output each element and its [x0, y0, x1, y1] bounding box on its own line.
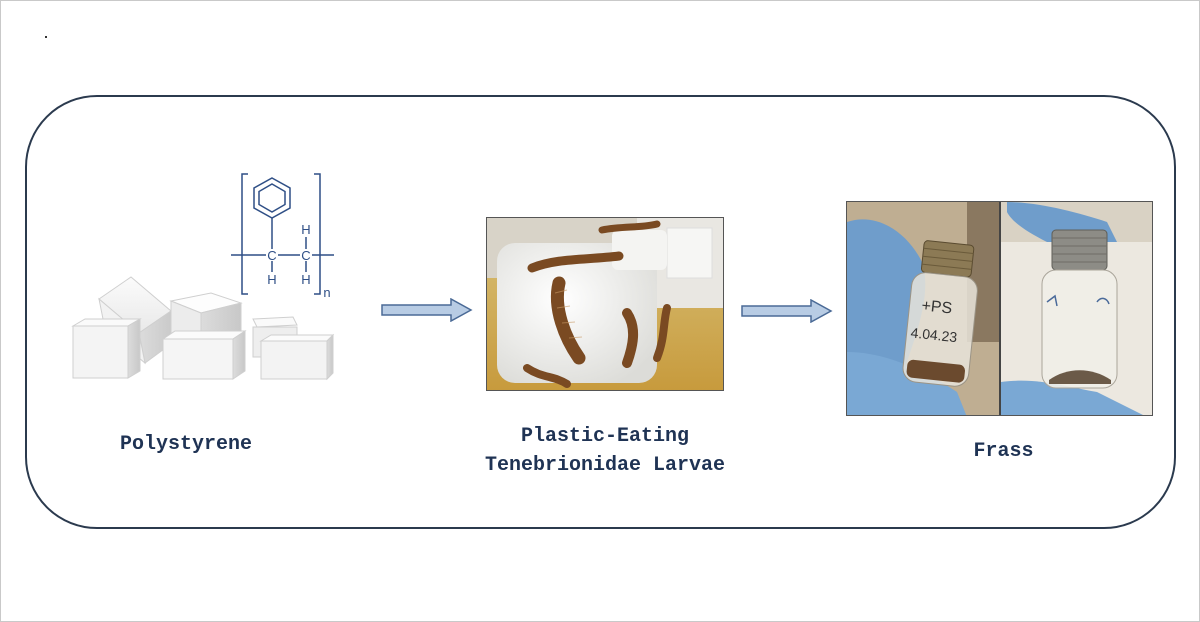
arrow-right-icon [381, 298, 473, 322]
vial-label-line1: +PS [921, 297, 953, 317]
polystyrene-label: Polystyrene [71, 433, 301, 457]
atom-h-top-text: H [301, 222, 310, 237]
larvae-label-line1: Plastic-Eating [421, 425, 789, 449]
arrow-right-icon [741, 299, 833, 323]
larvae-photo [486, 217, 724, 391]
larvae-label-line2: Tenebrionidae Larvae [421, 454, 789, 478]
frass-photo: +PS 4.04.23 [846, 201, 1153, 416]
frass-label: Frass [921, 440, 1086, 464]
atom-c2-text: C [301, 248, 310, 263]
polystyrene-cubes-image [71, 271, 336, 386]
stray-dot [45, 36, 47, 38]
atom-c1-text: C [267, 248, 276, 263]
